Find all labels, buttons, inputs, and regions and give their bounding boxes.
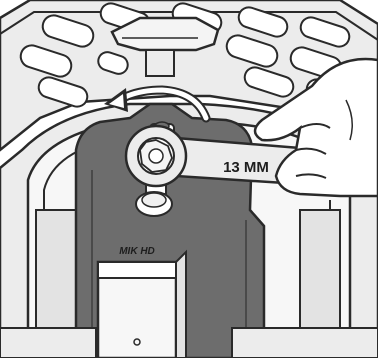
lower-block <box>98 252 186 358</box>
wrench-size-label: 13 MM <box>223 159 269 176</box>
part-marking-label: MIK HD <box>119 246 155 257</box>
